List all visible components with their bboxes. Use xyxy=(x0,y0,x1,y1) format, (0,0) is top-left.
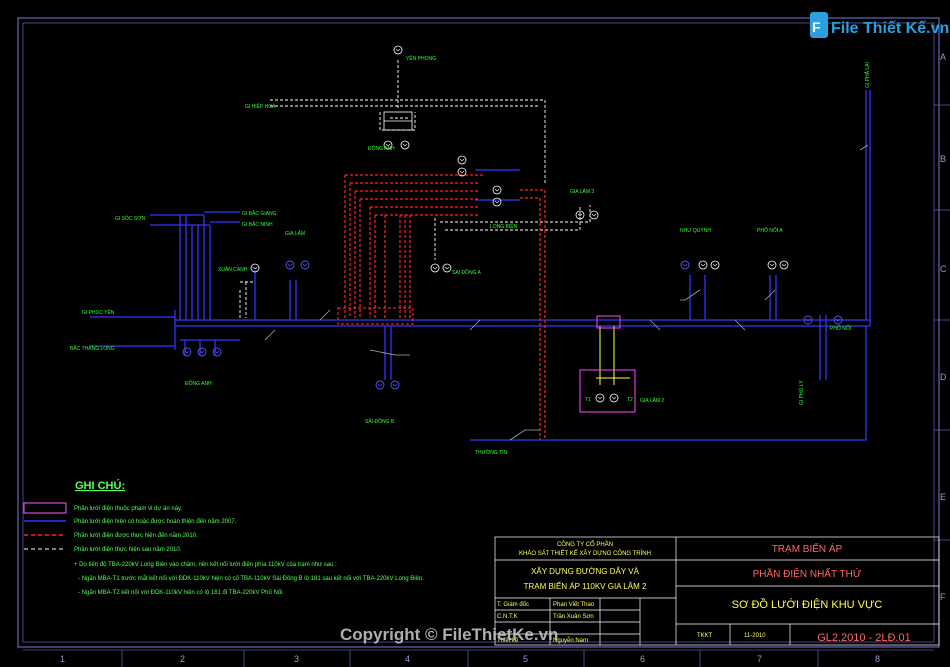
drawing-frame: 1 2 3 4 5 6 7 8 A B C D E F xyxy=(17,17,950,667)
notes-section: GHI CHÚ: Phần lưới điện thuộc phạm vi dự… xyxy=(23,479,424,596)
row-label-b: B xyxy=(940,154,946,164)
tb-role-2: C.N.T.K xyxy=(497,614,518,620)
row-label-e: E xyxy=(940,492,946,502)
existing-lines xyxy=(90,90,871,441)
tb-name-1: Phan Viết Thao xyxy=(553,602,595,608)
label-gi-soc-son: GI SÓC SƠN xyxy=(115,215,146,222)
label-bac-thang-long: BẮC THĂNG LONG xyxy=(70,344,115,352)
tb-name-4: Nguyễn Nam xyxy=(553,637,588,644)
col-label-6: 6 xyxy=(640,654,645,664)
label-t1: T1 xyxy=(585,397,591,403)
station-labels: YÊN PHONG ĐÔNG ANH GI HIỆP HOÀ GIA LÂM 3… xyxy=(70,54,871,456)
label-thuong-tin: THƯỜNG TÍN xyxy=(475,449,507,456)
label-dong-anh-bottom: ĐÔNG ANH xyxy=(185,380,212,387)
tb-stage: TKKT xyxy=(697,633,713,639)
label-gi-phu-ly: GI PHỦ LÝ xyxy=(798,380,805,405)
label-dong-anh-top: ĐÔNG ANH xyxy=(368,145,395,152)
remark-3: - Ngăn MBA-T2 kết nối với ĐDK-110kV hiện… xyxy=(78,590,284,596)
title-block: CÔNG TY CỔ PHẦN KHẢO SÁT THIẾT KẾ XÂY DỰ… xyxy=(494,536,940,646)
label-xuan-canh: XUÂN CANH xyxy=(218,266,248,273)
col-label-8: 8 xyxy=(875,654,880,664)
label-sai-dong-b: SÀI ĐỒNG B xyxy=(365,418,395,425)
tb-company-2: KHẢO SÁT THIẾT KẾ XÂY DỰNG CÔNG TRÌNH xyxy=(519,550,651,557)
tb-role-1: T. Giám đốc xyxy=(497,602,529,608)
label-t2: T2 xyxy=(627,397,633,403)
svg-text:F: F xyxy=(812,19,821,35)
tb-part-2: PHẦN ĐIỆN NHẤT THỨ xyxy=(753,567,862,580)
legend-text-project: Phần lưới điện thuộc phạm vi dự án này. xyxy=(74,506,183,512)
legend-text-existing: Phần lưới điện hiện có hoặc được hoàn th… xyxy=(74,519,237,525)
label-gi-bac-ninh: GI BẮC NINH xyxy=(242,220,273,228)
col-label-3: 3 xyxy=(294,654,299,664)
label-gi-pha-lai: GI PHẢ LẠI xyxy=(864,62,871,88)
watermark-logo: F File Thiết Kế.vn xyxy=(810,12,949,38)
label-gi-bac-giang: GI BẮC GIANG xyxy=(242,209,277,217)
gia-lam-2-feeders xyxy=(596,326,630,385)
label-gi-hiep-hoa: GI HIỆP HOÀ xyxy=(245,102,276,110)
tb-project-1: XÂY DỰNG ĐƯỜNG DÂY VÀ xyxy=(531,567,639,576)
row-label-c: C xyxy=(940,264,947,274)
label-pho-noi: PHỐ NỐI xyxy=(830,325,851,332)
legend-swatch-project xyxy=(23,502,67,514)
label-long-bien: LONG BIÊN xyxy=(490,222,518,230)
row-label-d: D xyxy=(940,372,947,382)
future-lines xyxy=(239,60,591,318)
tb-date: 11-2010 xyxy=(744,633,766,639)
label-nhu-quynh: NHƯ QUỲNH xyxy=(680,227,711,234)
col-label-1: 1 xyxy=(60,654,65,664)
label-pho-noi-a: PHỐ NỐI A xyxy=(757,227,783,234)
label-sai-dong-a: SÀI ĐỒNG A xyxy=(452,269,482,276)
project-bay-box xyxy=(596,315,621,329)
col-label-5: 5 xyxy=(523,654,528,664)
label-gia-lam-2: GIA LÂM 2 xyxy=(640,397,664,404)
col-label-2: 2 xyxy=(180,654,185,664)
planned-2010-lines xyxy=(344,174,546,440)
label-gia-lam-3: GIA LÂM 3 xyxy=(570,188,594,195)
tb-company-1: CÔNG TY CỔ PHẦN xyxy=(557,541,613,548)
yen-phong-substation xyxy=(383,111,413,131)
copyright-watermark: Copyright © FileThietKe.vn xyxy=(340,625,558,644)
tb-drawing-no: GL2.2010 - 2LĐ.01 xyxy=(817,632,911,644)
tb-project-2: TRẠM BIẾN ÁP 110KV GIA LÂM 2 xyxy=(524,581,647,591)
notes-title: GHI CHÚ: xyxy=(75,479,125,492)
callout-ticks xyxy=(264,144,869,441)
label-yen-phong: YÊN PHONG xyxy=(406,54,436,62)
tb-drawing-title: SƠ ĐỒ LƯỚI ĐIỆN KHU VỰC xyxy=(732,598,883,611)
col-label-7: 7 xyxy=(757,654,762,664)
switchyard-box xyxy=(337,307,414,325)
row-label-f: F xyxy=(940,592,946,602)
tb-part-1: TRẠM BIẾN ÁP xyxy=(772,542,843,555)
label-gia-lam: GIA LÂM xyxy=(285,230,305,237)
label-gi-phuc-yen: GI PHÚC YÊN xyxy=(82,308,115,316)
row-label-a: A xyxy=(940,52,946,62)
legend-text-2010: Phần lưới điện được thực hiện đến năm 20… xyxy=(74,533,198,539)
tb-role-4: Thiết kế xyxy=(497,638,519,644)
tb-name-2: Trần Xuân Sơn xyxy=(553,614,594,620)
gia-lam-2-substation-box xyxy=(579,369,636,413)
legend-text-after-2010: Phần lưới điện thực hiện sau năm 2010. xyxy=(74,547,182,553)
remark-1: + Do tiến độ TBA-220kV Long Biên vào chậ… xyxy=(74,561,337,568)
col-label-4: 4 xyxy=(405,654,410,664)
remark-2: - Ngăn MBA-T1 trước mắt kết nối với ĐDK-… xyxy=(78,575,424,582)
logo-text: File Thiết Kế.vn xyxy=(831,20,949,37)
